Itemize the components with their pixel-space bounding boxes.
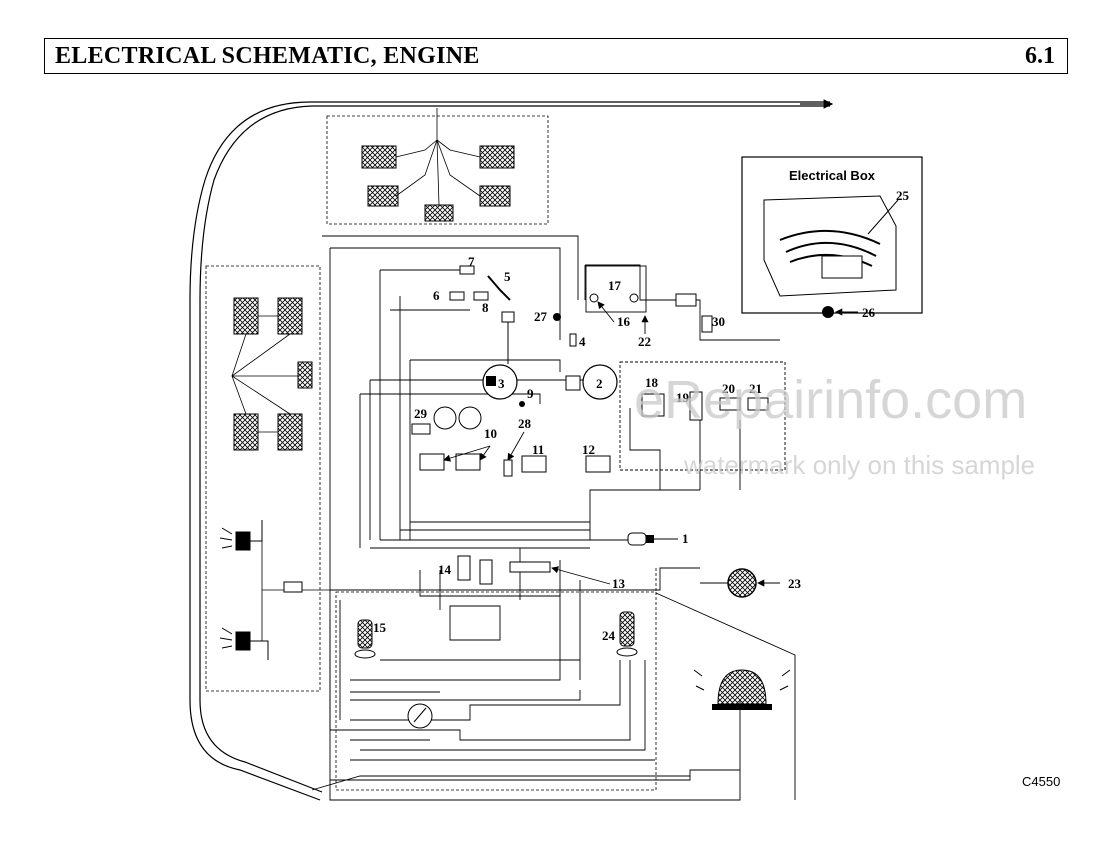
callout-11: 11	[532, 442, 544, 457]
callout-9: 9	[527, 386, 534, 401]
callout-2: 2	[596, 376, 603, 391]
callout-12: 12	[582, 442, 595, 457]
side-light-lower	[219, 627, 269, 660]
callout-14: 14	[438, 562, 452, 577]
component-10-relays	[419, 453, 481, 471]
callout-21: 21	[749, 381, 762, 396]
callout-26: 26	[862, 305, 876, 320]
component-13-terminal	[509, 561, 551, 573]
side-lamp-box	[205, 265, 330, 692]
component-17-box	[585, 265, 647, 313]
component-19-relay	[689, 391, 703, 421]
component-18-fuse-block	[641, 393, 665, 417]
callout-13: 13	[612, 576, 626, 591]
callout-7: 7	[468, 254, 475, 269]
callout-1: 1	[682, 531, 689, 546]
callout-16: 16	[617, 314, 631, 329]
callout-3: 3	[498, 376, 505, 391]
component-14-solenoids	[457, 555, 493, 585]
component-28-terminal	[503, 459, 513, 477]
outer-harness	[189, 99, 834, 801]
side-light-upper	[219, 520, 263, 551]
component-4-sensor	[569, 333, 577, 347]
component-2-alternator	[565, 364, 618, 400]
callout-22: 22	[638, 334, 651, 349]
callout-6: 6	[433, 288, 440, 303]
electrical-box-title: Electrical Box	[789, 168, 876, 183]
component-7-switch	[459, 265, 475, 275]
main-wiring	[311, 235, 796, 801]
component-23-horn	[700, 568, 757, 598]
component-9-sensor	[519, 401, 525, 407]
callout-18: 18	[645, 375, 659, 390]
callout-4: 4	[579, 334, 586, 349]
callout-17: 17	[608, 278, 622, 293]
component-12-relay	[585, 455, 611, 473]
component-3-starter	[482, 364, 518, 400]
callout-10: 10	[484, 426, 497, 441]
watermark-note: watermark only on this sample	[683, 450, 1035, 480]
callout-8: 8	[482, 300, 489, 315]
component-15-joystick	[354, 619, 376, 659]
callout-29: 29	[414, 406, 428, 421]
callout-24: 24	[602, 628, 616, 643]
callout-19: 19	[676, 390, 690, 405]
callout-leaders	[443, 301, 858, 587]
callout-27: 27	[534, 309, 548, 324]
callout-25: 25	[896, 188, 910, 203]
component-5-sender	[487, 275, 515, 364]
component-6-switch	[449, 291, 465, 301]
callout-28: 28	[518, 416, 532, 431]
component-30-sensor	[675, 293, 713, 333]
watermark-site: eRepairinfo.com	[634, 370, 1027, 430]
callout-5: 5	[504, 269, 511, 284]
component-11-relay	[521, 455, 547, 473]
page-header: ELECTRICAL SCHEMATIC, ENGINE 6.1	[44, 38, 1068, 74]
component-20-relay	[719, 397, 741, 411]
section-number: 6.1	[1025, 43, 1055, 69]
callout-15: 15	[373, 620, 387, 635]
rear-lamp-box	[326, 108, 549, 225]
callout-20: 20	[722, 381, 735, 396]
component-29-gauges	[411, 406, 482, 435]
callout-labels: 1 2 3 4 5 6 7 8 9 10 11 12 13 14 15 16 1…	[373, 188, 910, 643]
component-8-switch	[473, 291, 489, 301]
callout-23: 23	[788, 576, 802, 591]
electrical-box-inset: Electrical Box	[741, 156, 923, 318]
page-title: ELECTRICAL SCHEMATIC, ENGINE	[55, 43, 480, 69]
gauge-lower	[407, 703, 433, 729]
component-21-relay	[747, 397, 769, 411]
figure-code: C4550	[1022, 774, 1060, 789]
component-24-joystick	[616, 611, 638, 657]
zone-lines	[335, 568, 657, 791]
component-27-sensor	[553, 313, 561, 321]
callout-30: 30	[712, 314, 725, 329]
beacon-light	[693, 669, 791, 710]
